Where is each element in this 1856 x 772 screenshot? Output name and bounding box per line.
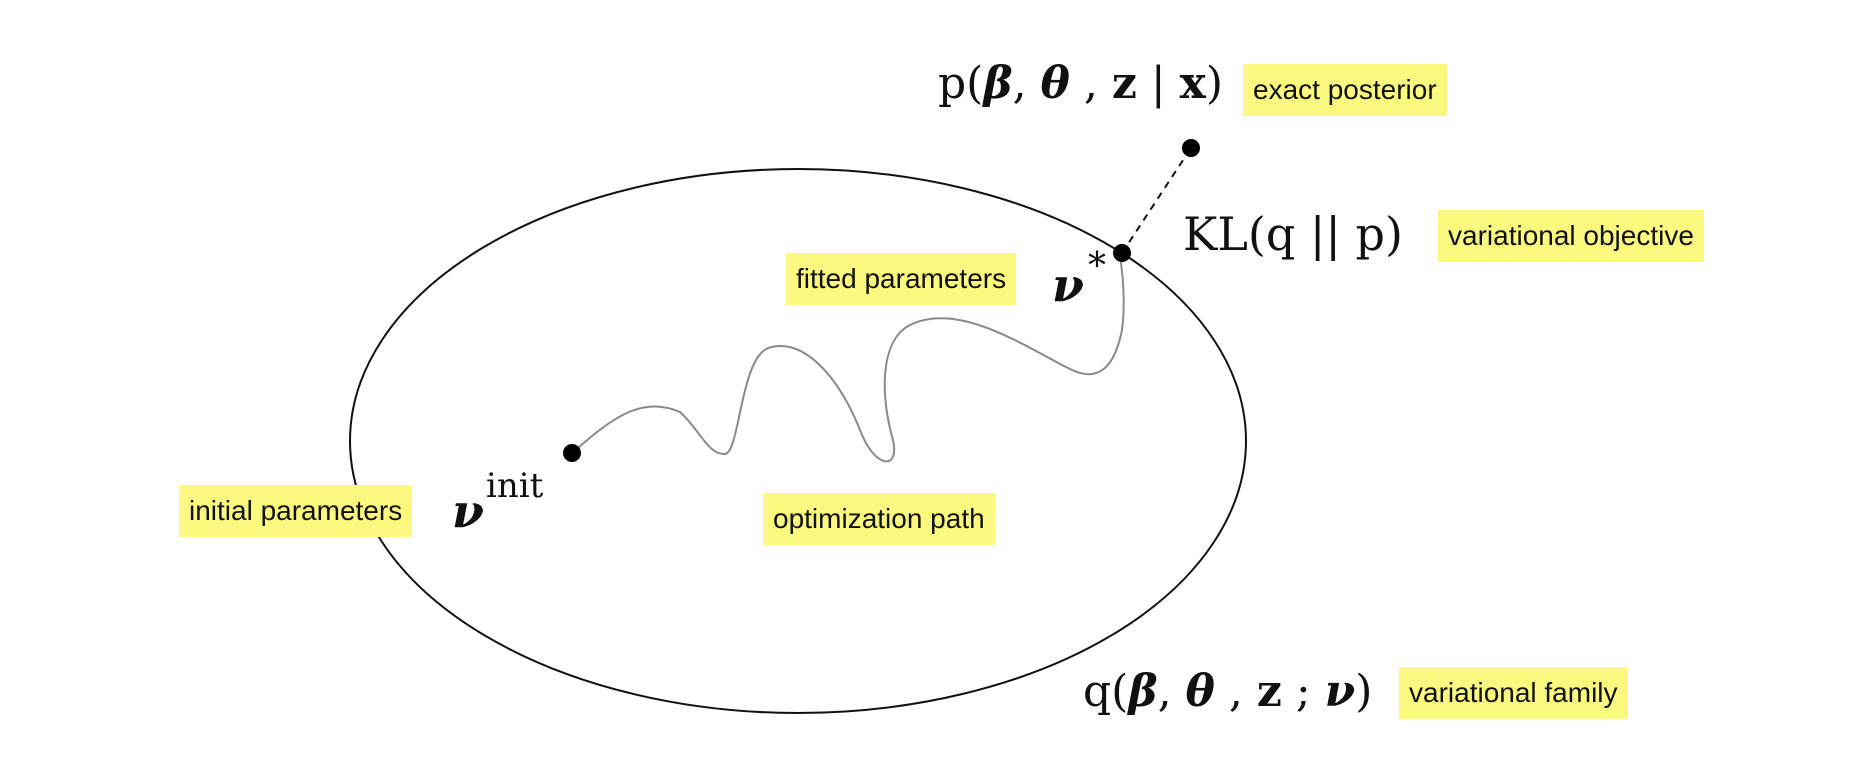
nu-star-expression: ν [1052,258,1084,312]
variational-family-label: variational family [1399,667,1628,719]
optimization-path-label: optimization path [763,493,995,545]
kl-divergence-line [1121,147,1192,254]
init-point [563,444,581,462]
family-close: ) [1355,666,1373,717]
posterior-theta: θ [1040,58,1070,109]
family-theta: θ [1185,666,1215,717]
family-q: q( [1083,666,1129,717]
family-comma: , [1157,666,1186,717]
family-z: z [1256,666,1282,717]
posterior-point [1182,139,1200,157]
posterior-x: x [1179,58,1206,109]
optimization-path-curve [571,254,1125,463]
fitted-point [1113,244,1131,262]
family-expression: q(β, θ , z ; ν) [1083,666,1372,717]
nu-star-superscript: * [1088,246,1106,287]
initial-parameters-label: initial parameters [179,485,413,537]
posterior-z: z [1111,58,1137,109]
posterior-comma: , [1069,58,1112,109]
posterior-beta: β [983,58,1013,109]
nu-star-nu: ν [1052,258,1084,312]
posterior-p: p( [938,58,984,109]
fitted-parameters-label: fitted parameters [786,253,1017,305]
family-nu: ν [1324,666,1356,717]
family-beta: β [1128,666,1158,717]
family-semicolon: ; [1281,666,1325,717]
variational-objective-label: variational objective [1438,210,1704,262]
posterior-expression: p(β, θ , z | x) [938,58,1223,109]
exact-posterior-label: exact posterior [1243,64,1447,116]
posterior-comma: , [1012,58,1041,109]
posterior-close: ) [1205,58,1224,109]
nu-init-nu: ν [452,484,484,538]
nu-init-superscript: init [486,466,544,506]
family-comma: , [1214,666,1257,717]
posterior-bar: | [1136,58,1180,109]
kl-expression: KL(q || p) [1183,207,1403,261]
nu-init-expression: ν [452,484,484,538]
variational-family-ellipse [349,168,1247,714]
